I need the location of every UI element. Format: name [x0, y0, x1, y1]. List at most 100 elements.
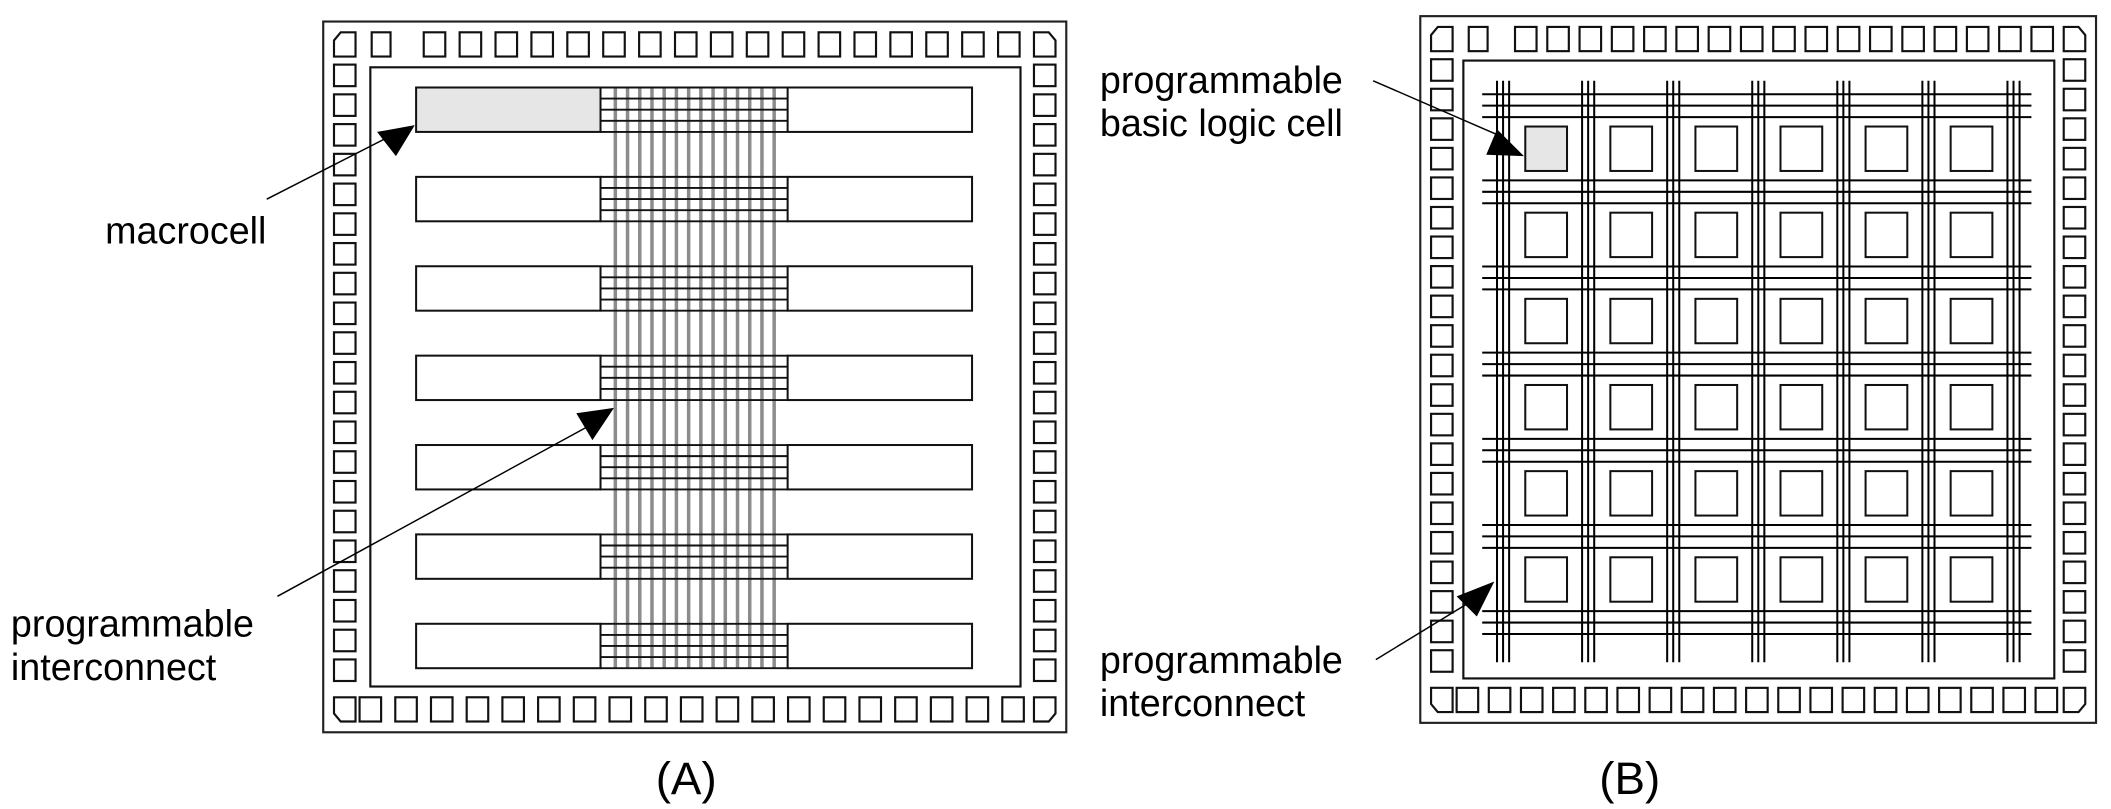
logic-cell-arrow-icon	[1486, 129, 1524, 157]
io-pad	[1429, 560, 1454, 585]
io-pad	[644, 696, 668, 723]
macrocell	[415, 533, 602, 580]
programmable-interconnect-routing	[1482, 80, 2032, 663]
io-pad	[1707, 25, 1732, 53]
io-pad	[889, 31, 913, 58]
io-pad	[1584, 686, 1608, 714]
io-pad	[2002, 686, 2027, 714]
io-pad	[1616, 686, 1641, 714]
io-pad	[332, 598, 357, 623]
io-pad	[2062, 412, 2087, 437]
core-boundary	[1462, 59, 2056, 680]
io-pad	[894, 696, 918, 723]
io-pad	[853, 31, 878, 58]
io-pad	[1032, 628, 1057, 653]
io-pad	[332, 331, 357, 355]
io-pad	[1680, 686, 1705, 714]
interconnect-label-line2-b: interconnect	[1100, 682, 1306, 724]
io-pad	[1429, 176, 1454, 201]
macrocell-row	[415, 86, 974, 133]
io-pad	[572, 696, 597, 723]
interconnect-leader-line-b	[1375, 599, 1474, 661]
logic-cell	[1609, 211, 1654, 259]
io-pad	[332, 479, 357, 504]
logic-cell	[1524, 556, 1569, 603]
io-pad	[1429, 619, 1454, 644]
io-pad	[781, 31, 806, 58]
io-pad	[530, 31, 555, 58]
logic-cell	[1609, 297, 1654, 345]
io-pad	[332, 569, 357, 593]
panel-a-cpld: macrocell programmable interconnect (A)	[11, 20, 1068, 804]
io-pad	[1429, 383, 1454, 407]
io-pad	[1429, 501, 1454, 526]
io-pad	[332, 241, 357, 266]
io-pad	[1429, 58, 1454, 82]
macrocell	[786, 622, 974, 670]
io-pad	[2062, 383, 2087, 407]
io-pad	[1032, 450, 1057, 474]
io-pad	[1610, 25, 1635, 53]
io-pad	[1965, 25, 1990, 53]
io-pad	[1032, 360, 1057, 385]
io-pad	[332, 628, 357, 653]
io-pad	[1970, 686, 1994, 714]
macrocell	[786, 444, 974, 491]
macrocell	[415, 354, 602, 402]
io-pad	[429, 696, 454, 723]
io-pad	[332, 509, 357, 534]
io-pad	[1513, 25, 1538, 53]
io-pad	[332, 182, 357, 207]
io-pad	[2062, 471, 2087, 496]
logic-cell	[1609, 125, 1654, 172]
io-pad	[1429, 117, 1454, 141]
corner-pad	[332, 696, 357, 723]
io-pad	[638, 31, 662, 58]
io-pad	[673, 31, 698, 58]
chip-core-region	[369, 66, 1022, 688]
io-pad	[2062, 146, 2087, 171]
logic-cell-highlighted	[1524, 125, 1569, 172]
io-pad	[1032, 598, 1057, 623]
panel-b-caption: (B)	[1599, 753, 1660, 804]
io-pad	[2062, 58, 2087, 82]
io-pad	[332, 63, 357, 88]
macrocell-row	[415, 622, 974, 670]
logic-cell	[1779, 211, 1824, 259]
io-pad	[1938, 686, 1962, 714]
logic-cell	[1864, 211, 1909, 259]
logic-cell	[1864, 556, 1909, 603]
macrocell-arrow-icon	[377, 125, 415, 157]
io-pad	[2062, 442, 2087, 466]
io-pad	[1429, 590, 1454, 614]
io-pad	[332, 360, 357, 385]
io-pad	[1739, 25, 1764, 53]
io-pad	[1643, 25, 1667, 53]
io-pad	[1429, 324, 1454, 348]
logic-cell	[1949, 383, 1994, 431]
io-pad	[422, 31, 447, 58]
io-pad	[2062, 619, 2087, 644]
io-pad	[1032, 182, 1057, 207]
logic-cell-label-line1: programmable	[1100, 59, 1343, 101]
io-pad	[745, 31, 770, 58]
io-pad	[1032, 509, 1057, 534]
macrocell-highlighted	[415, 86, 602, 133]
io-pad	[1032, 123, 1057, 147]
io-pad	[2062, 501, 2087, 526]
io-pad	[358, 696, 383, 723]
io-pad	[1675, 25, 1700, 53]
logic-cell	[1864, 470, 1909, 517]
macrocell-row	[415, 265, 974, 312]
io-pads	[332, 31, 1057, 723]
corner-pad	[332, 31, 357, 58]
logic-cell	[1949, 556, 1994, 603]
logic-cell	[1949, 297, 1994, 345]
io-pad	[1032, 63, 1057, 88]
macrocell	[786, 175, 974, 223]
io-pad	[1745, 686, 1769, 714]
macrocell	[786, 533, 974, 580]
io-pad	[2062, 176, 2087, 201]
io-pad	[2062, 117, 2087, 141]
